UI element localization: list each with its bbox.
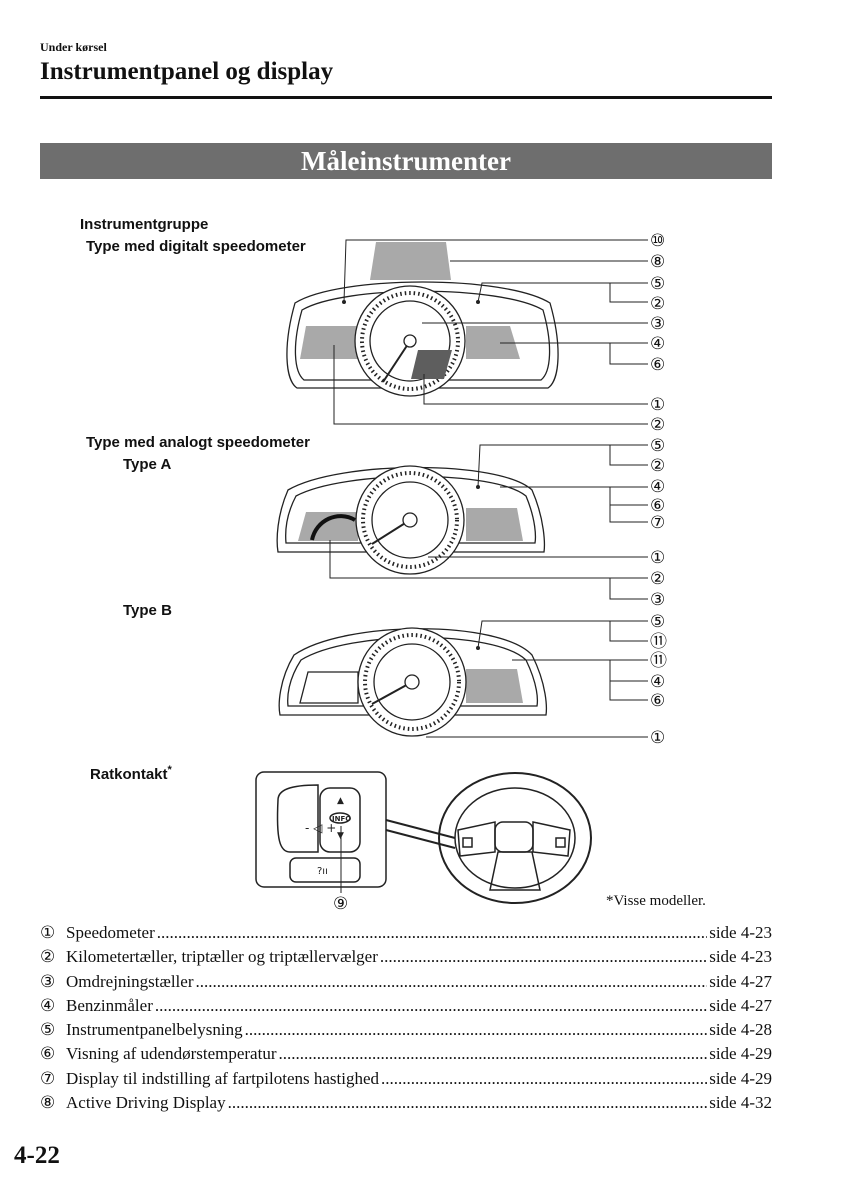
left-display <box>300 326 358 359</box>
callout-2: ② <box>650 456 665 476</box>
steering-switch-label: Ratkontakt* <box>90 764 172 783</box>
legend-item: ④Benzinmålerside 4-27 <box>40 996 772 1020</box>
svg-text:?ıı: ?ıı <box>317 866 328 877</box>
legend-item: ⑤Instrumentpanelbelysningside 4-28 <box>40 1020 772 1044</box>
svg-text:▲: ▲ <box>337 796 344 806</box>
callout-11: ⑪ <box>650 651 667 671</box>
callout-11: ⑪ <box>650 632 667 652</box>
legend-item: ①Speedometerside 4-23 <box>40 923 772 947</box>
callout-5: ⑤ <box>650 436 665 456</box>
type-b-cluster <box>279 628 546 736</box>
callout-3: ③ <box>650 314 665 334</box>
callout-2: ② <box>650 415 665 435</box>
callout-10: ⑩ <box>650 231 665 251</box>
callout-1: ① <box>650 728 665 748</box>
type-a-cluster <box>277 466 544 574</box>
active-driving-display <box>370 242 451 280</box>
steering-switch: - ◁ + ▲ INFO ▼ ?ıı <box>256 772 591 903</box>
callout-1: ① <box>650 548 665 568</box>
callout-5: ⑤ <box>650 274 665 294</box>
legend-list: ①Speedometerside 4-23 ②Kilometertæller, … <box>40 923 772 1117</box>
callout-4: ④ <box>650 477 665 497</box>
analog-type-label: Type med analogt speedometer <box>86 434 310 451</box>
svg-text:INFO: INFO <box>332 815 351 823</box>
legend-item: ③Omdrejningstællerside 4-27 <box>40 972 772 996</box>
svg-text:- ◁ +: - ◁ + <box>305 821 336 835</box>
callout-8: ⑧ <box>650 252 665 272</box>
asterisk: * <box>168 764 172 776</box>
digital-type-label: Type med digitalt speedometer <box>86 238 306 255</box>
callout-6: ⑥ <box>650 355 665 375</box>
callout-3: ③ <box>650 590 665 610</box>
type-b-label: Type B <box>123 602 172 619</box>
callout-7: ⑦ <box>650 513 665 533</box>
callout-5: ⑤ <box>650 612 665 632</box>
type-a-label: Type A <box>123 456 171 473</box>
callout-4: ④ <box>650 334 665 354</box>
callout-1: ① <box>650 395 665 415</box>
callout-6: ⑥ <box>650 691 665 711</box>
instrument-group-label: Instrumentgruppe <box>80 216 208 233</box>
footnote: *Visse modeller. <box>606 893 706 910</box>
callout-2: ② <box>650 294 665 314</box>
page-number: 4-22 <box>14 1142 60 1170</box>
callout-9: ⑨ <box>333 894 348 914</box>
digital-cluster <box>287 242 558 396</box>
callout-4: ④ <box>650 672 665 692</box>
callout-2: ② <box>650 569 665 589</box>
